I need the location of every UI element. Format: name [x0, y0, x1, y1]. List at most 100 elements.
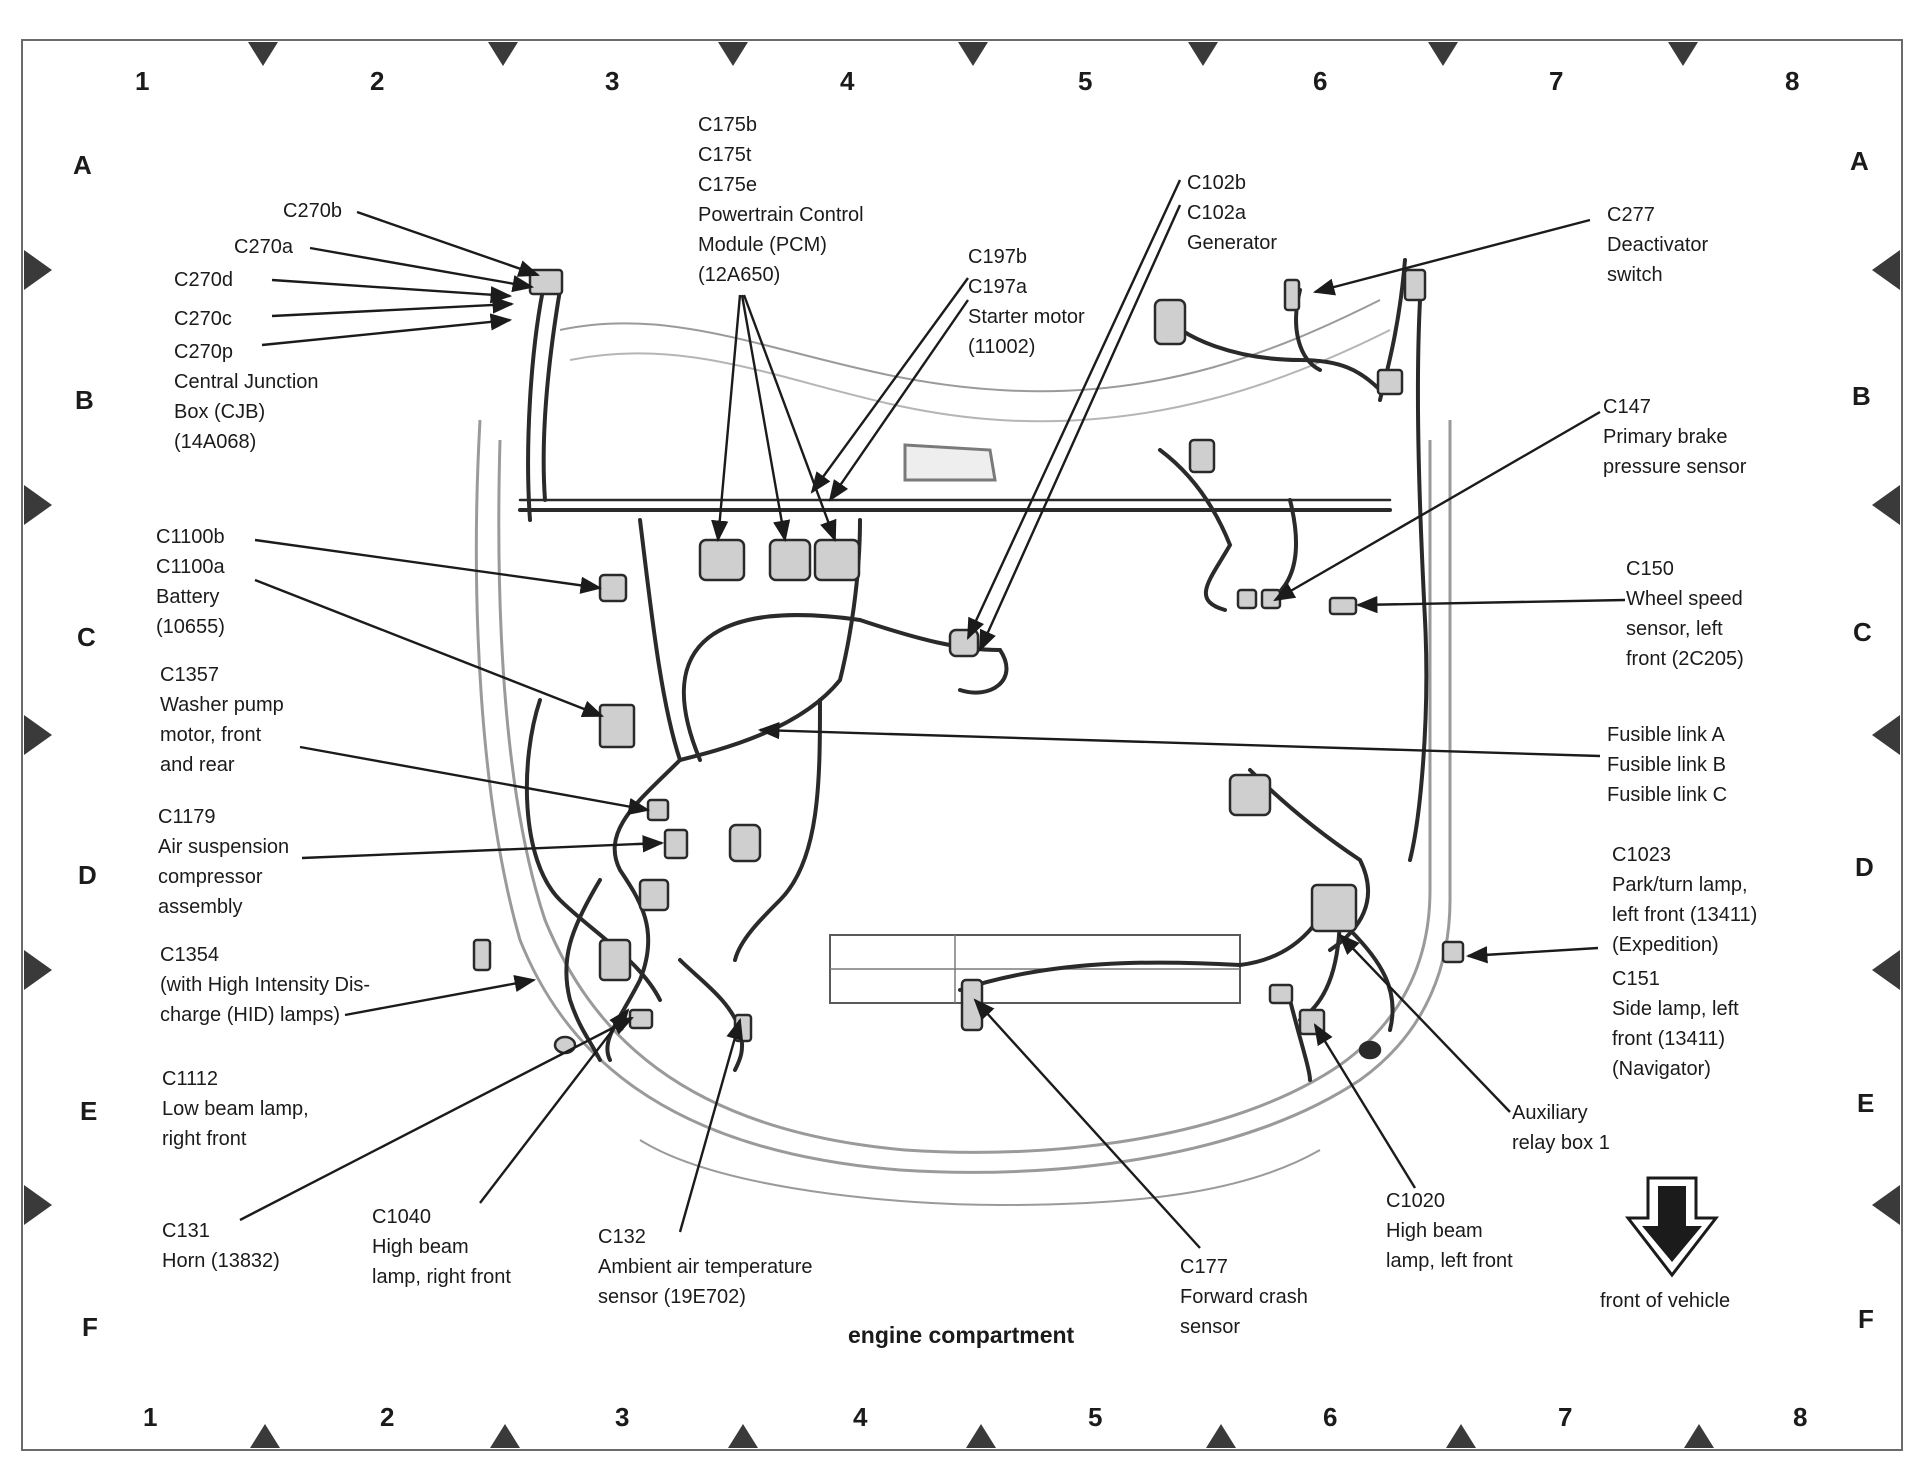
- grid-col-3-bottom: 3: [615, 1402, 630, 1432]
- callout-line: switch: [1607, 264, 1663, 286]
- callout-line: Park/turn lamp,: [1612, 874, 1748, 896]
- callout-line: Horn (13832): [162, 1250, 280, 1272]
- callout-line: Air suspension: [158, 836, 290, 858]
- callout-line: Battery: [156, 586, 220, 608]
- label-c270b: C270b: [283, 196, 342, 226]
- callout-line: right front: [162, 1128, 247, 1150]
- callout-line: C150: [1626, 558, 1674, 580]
- callout-line: left front (13411): [1612, 904, 1758, 926]
- callout-line: C177: [1180, 1256, 1228, 1278]
- grid-row-e-right: E: [1857, 1088, 1875, 1118]
- callout-line: Washer pump: [160, 694, 284, 716]
- grid-col-8-bottom: 8: [1793, 1402, 1808, 1432]
- callout-line: C102a: [1187, 202, 1246, 224]
- callout-line: High beam: [1386, 1220, 1483, 1242]
- grid-col-1-top: 1: [135, 66, 150, 96]
- grid-col-5-top: 5: [1078, 66, 1093, 96]
- callout-line: High beam: [372, 1236, 469, 1258]
- callout-line: Deactivator: [1607, 234, 1709, 256]
- callout-line: C1100b: [156, 526, 225, 548]
- grid-col-4-bottom: 4: [853, 1402, 868, 1432]
- grid-col-1-bottom: 1: [143, 1402, 158, 1432]
- grid-col-5-bottom: 5: [1088, 1402, 1103, 1432]
- callout-line: relay box 1: [1512, 1132, 1610, 1154]
- callout-line: Fusible link A: [1607, 724, 1725, 746]
- callout-line: front of vehicle: [1600, 1290, 1731, 1312]
- diagram-frame: [21, 39, 1903, 1451]
- grid-row-c-right: C: [1853, 617, 1872, 647]
- callout-line: C1100a: [156, 556, 225, 578]
- grid-col-4-top: 4: [840, 66, 855, 96]
- callout-line: Central Junction: [174, 371, 319, 393]
- callout-line: C1357: [160, 664, 219, 686]
- grid-col-7-top: 7: [1549, 66, 1564, 96]
- callout-line: lamp, right front: [372, 1266, 511, 1288]
- callout-line: (10655): [156, 616, 225, 638]
- callout-line: C175e: [698, 174, 757, 196]
- callout-line: C1179: [158, 806, 216, 828]
- grid-row-a-right: A: [1850, 146, 1869, 176]
- grid-col-8-top: 8: [1785, 66, 1800, 96]
- grid-col-2-top: 2: [370, 66, 385, 96]
- front-of-vehicle-arrow-icon: [1624, 1176, 1720, 1278]
- callout-line: C197b: [968, 246, 1027, 268]
- label-front-of-vehicle: front of vehicle: [1600, 1286, 1730, 1316]
- label-c270a: C270a: [234, 232, 293, 262]
- callout-line: Forward crash: [1180, 1286, 1308, 1308]
- callout-line: C132: [598, 1226, 646, 1248]
- callout-line: Auxiliary: [1512, 1102, 1588, 1124]
- callout-line: C151: [1612, 968, 1660, 990]
- callout-line: C277: [1607, 204, 1655, 226]
- callout-line: (14A068): [174, 431, 257, 453]
- callout-line: Fusible link B: [1607, 754, 1726, 776]
- grid-col-2-bottom: 2: [380, 1402, 395, 1432]
- vehicle-body-outline: [474, 299, 1452, 1207]
- grid-row-a-left: A: [73, 150, 92, 180]
- callout-line: C270d: [174, 269, 233, 291]
- callout-line: front (13411): [1612, 1028, 1726, 1050]
- callout-line: (11002): [968, 336, 1036, 358]
- grid-col-7-bottom: 7: [1558, 1402, 1573, 1432]
- callout-line: (Navigator): [1612, 1058, 1711, 1080]
- callout-line: Module (PCM): [698, 234, 827, 256]
- callout-line: C102b: [1187, 172, 1246, 194]
- callout-line: sensor, left: [1626, 618, 1723, 640]
- callout-line: C1112: [162, 1068, 218, 1090]
- callout-line: lamp, left front: [1386, 1250, 1513, 1272]
- callout-line: Powertrain Control: [698, 204, 864, 226]
- callout-line: C175t: [698, 144, 752, 166]
- callout-line: C1020: [1386, 1190, 1445, 1212]
- frame-border-markers: [24, 42, 1900, 1448]
- callout-line: C270b: [283, 200, 342, 222]
- label-c270c: C270c: [174, 304, 232, 334]
- callout-line: C270p: [174, 341, 233, 363]
- callout-line: Box (CJB): [174, 401, 266, 423]
- callout-line: Side lamp, left: [1612, 998, 1739, 1020]
- callout-line: C270c: [174, 308, 232, 330]
- callout-line: (with High Intensity Dis-: [160, 974, 371, 996]
- callout-line: and rear: [160, 754, 235, 776]
- callout-leaders: [239, 179, 1626, 1249]
- callout-line: C1023: [1612, 844, 1671, 866]
- callout-line: sensor: [1180, 1316, 1241, 1338]
- label-auxiliary-relay-box: Auxiliary relay box 1: [1512, 1098, 1610, 1158]
- grid-col-3-top: 3: [605, 66, 620, 96]
- callout-line: Primary brake: [1603, 426, 1728, 448]
- callout-line: Starter motor: [968, 306, 1085, 328]
- callout-line: C147: [1603, 396, 1651, 418]
- callout-line: compressor: [158, 866, 263, 888]
